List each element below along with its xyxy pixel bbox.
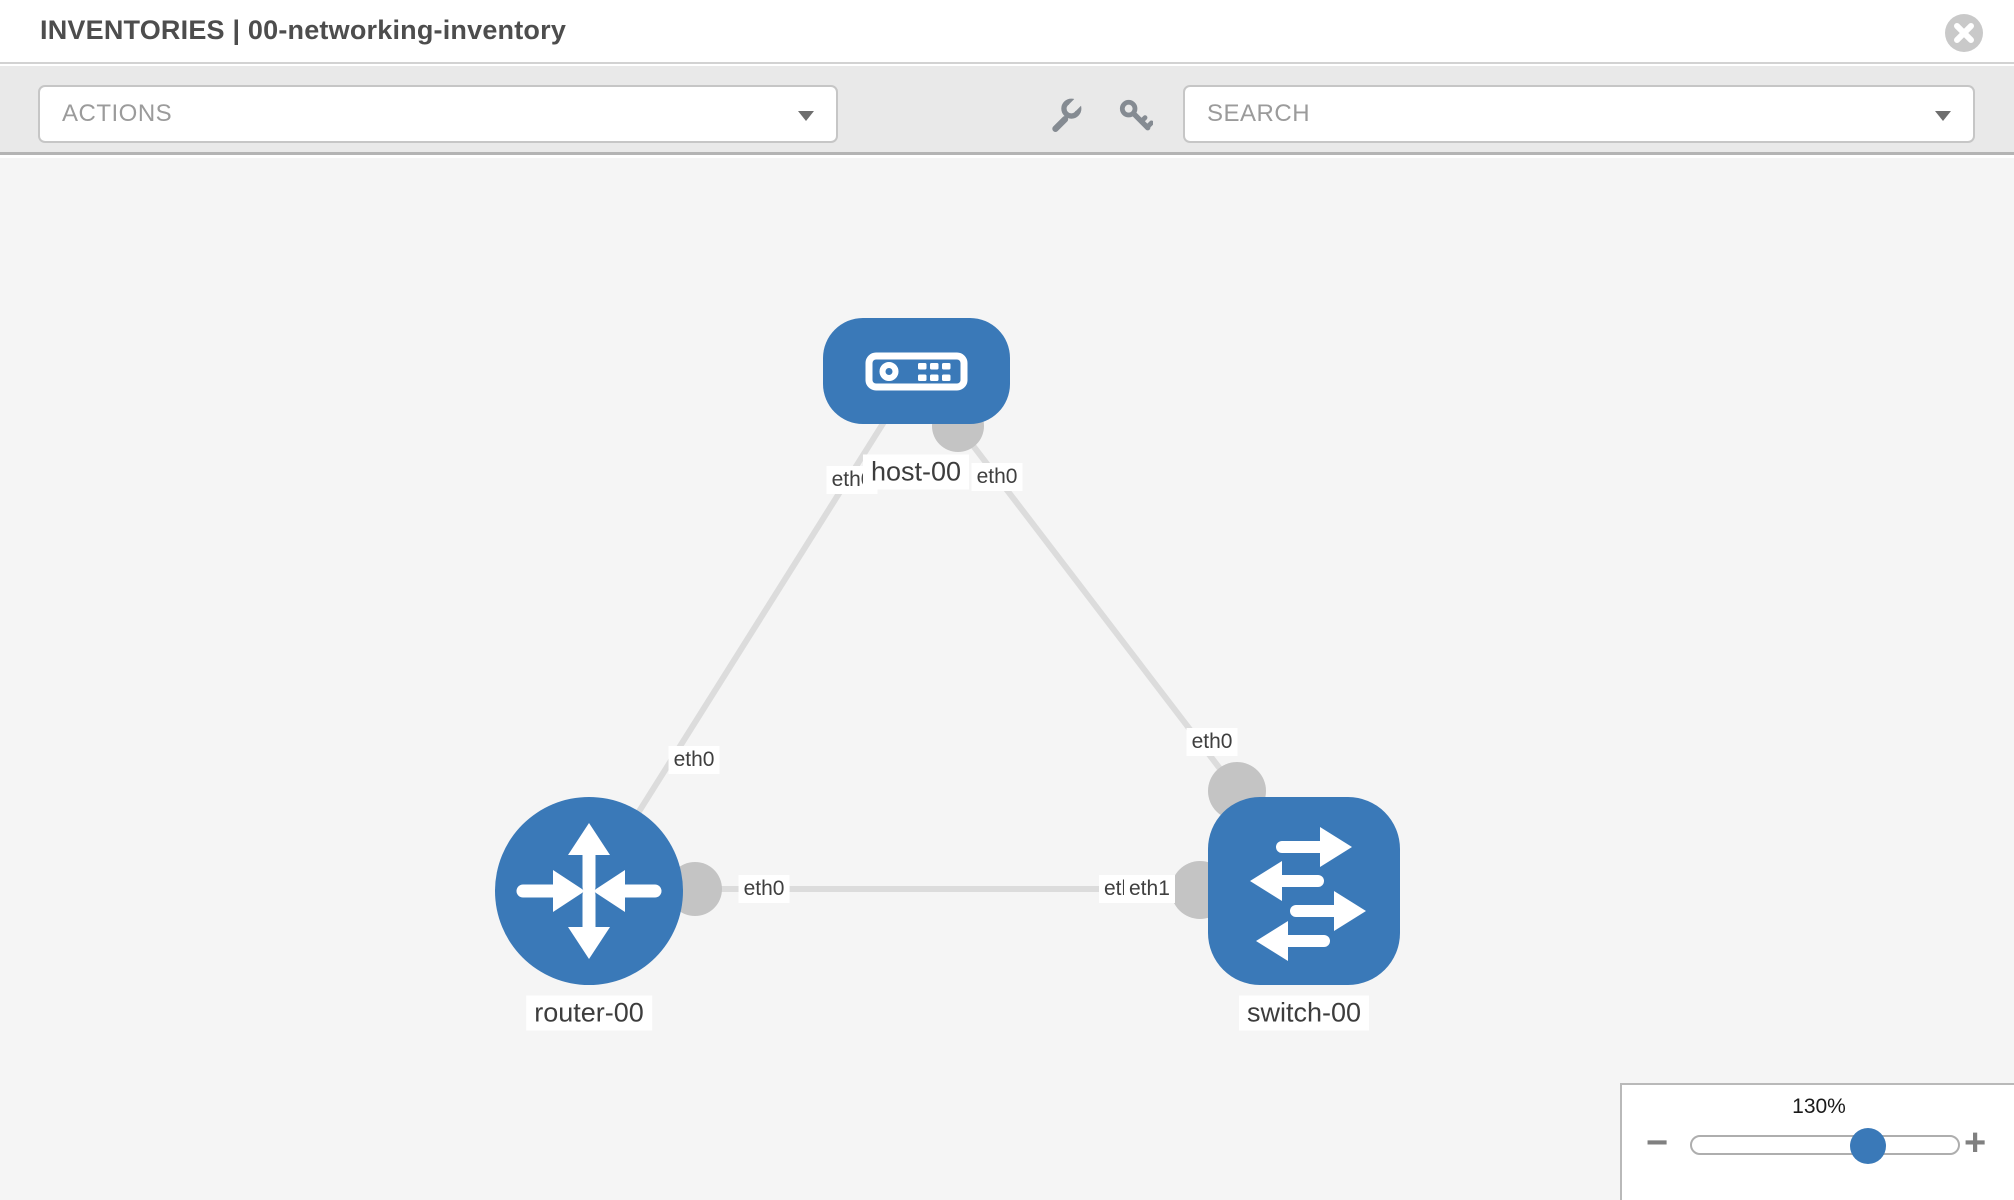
interface-label: eth0 bbox=[668, 746, 720, 774]
interface-label: eth0 bbox=[971, 463, 1023, 491]
node-switch-00[interactable] bbox=[1208, 797, 1400, 985]
tools-button[interactable] bbox=[1039, 89, 1091, 141]
close-button[interactable] bbox=[1944, 13, 1984, 53]
key-icon bbox=[1119, 99, 1153, 131]
zoom-in-button[interactable]: + bbox=[1964, 1122, 1987, 1164]
header: INVENTORIES | 00-networking-inventory bbox=[0, 0, 2014, 64]
close-icon bbox=[1945, 14, 1983, 52]
key-button[interactable] bbox=[1109, 89, 1161, 141]
node-label-switch: switch-00 bbox=[1238, 995, 1370, 1031]
zoom-level-label: 130% bbox=[1792, 1095, 1846, 1118]
host-icon bbox=[865, 352, 968, 391]
page-title: INVENTORIES | 00-networking-inventory bbox=[40, 15, 567, 45]
zoom-slider-thumb[interactable] bbox=[1850, 1128, 1886, 1164]
wrench-icon bbox=[1052, 97, 1083, 132]
caret-down-icon bbox=[798, 111, 814, 121]
topology-links bbox=[586, 369, 1240, 893]
node-router-00[interactable] bbox=[495, 797, 683, 985]
topology-canvas[interactable]: eth0 eth0 eth0 eth0 eth0 eth1 eth1 host-… bbox=[0, 158, 2014, 1200]
node-label-router: router-00 bbox=[526, 995, 652, 1031]
interface-label: eth0 bbox=[826, 466, 878, 494]
node-label-host: host-00 bbox=[862, 454, 970, 490]
actions-dropdown[interactable]: ACTIONS bbox=[38, 85, 838, 143]
search-dropdown-label: SEARCH bbox=[1207, 100, 1311, 127]
router-icon bbox=[516, 823, 662, 959]
interface-label: eth0 bbox=[1186, 728, 1238, 756]
search-dropdown[interactable]: SEARCH bbox=[1183, 85, 1975, 143]
interface-label: eth1 bbox=[1124, 875, 1175, 903]
interface-label: eth1 bbox=[1099, 875, 1127, 903]
zoom-slider[interactable] bbox=[1690, 1128, 1960, 1164]
zoom-panel: 130% − + bbox=[1620, 1083, 2014, 1200]
actions-dropdown-label: ACTIONS bbox=[62, 100, 173, 127]
interface-label: eth0 bbox=[738, 875, 790, 903]
caret-down-icon bbox=[1935, 111, 1951, 121]
zoom-out-button[interactable]: − bbox=[1646, 1122, 1669, 1164]
link-host-router[interactable] bbox=[586, 369, 919, 893]
node-host-00[interactable] bbox=[823, 318, 1010, 424]
switch-icon bbox=[1250, 827, 1366, 961]
